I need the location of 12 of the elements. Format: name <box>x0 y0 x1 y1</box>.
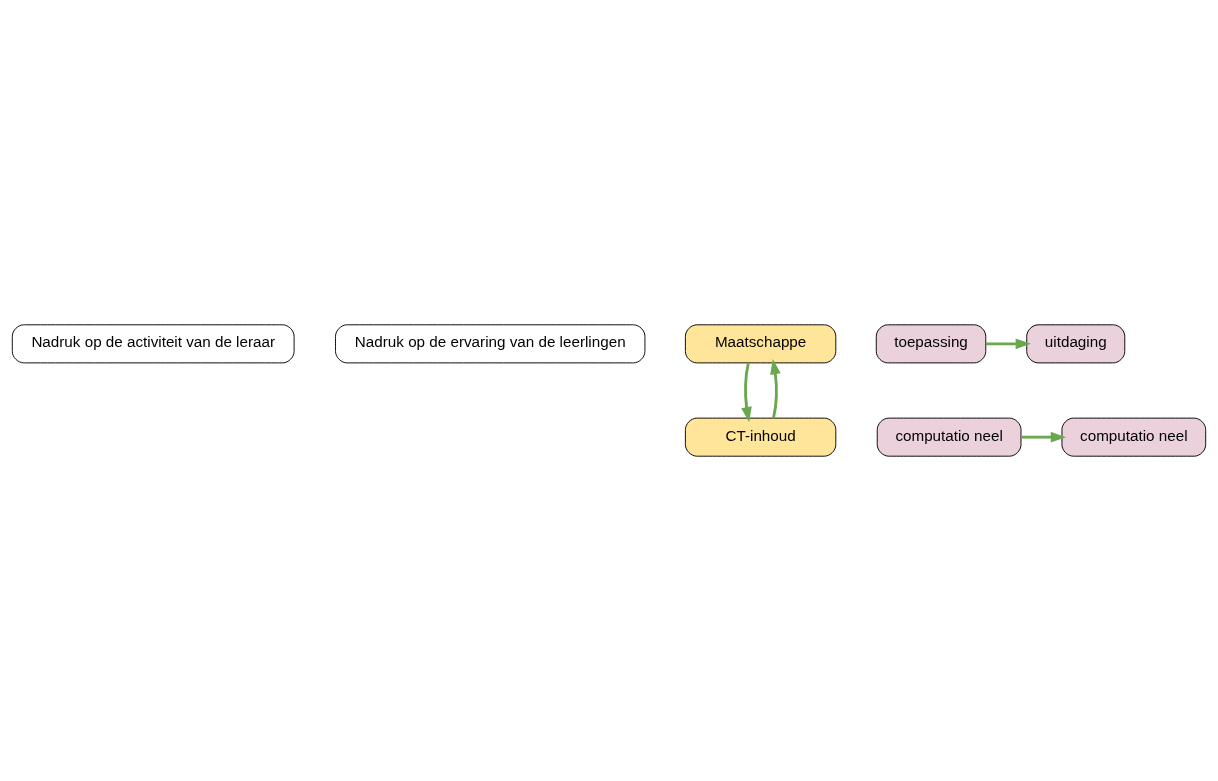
node-box: uitdaging <box>1026 324 1126 364</box>
arrow <box>1021 431 1067 443</box>
node-box: CT-inhoud <box>684 417 837 457</box>
arrow <box>741 363 752 423</box>
node-box: Nadruk op de ervaring van de leerlingen <box>335 324 646 364</box>
node-box: computatio neel <box>1061 417 1207 457</box>
node-box: computatio neel <box>876 417 1022 457</box>
node-box: Nadruk op de activiteit van de leraar <box>11 324 295 364</box>
node-box: Maatschappe <box>684 324 837 364</box>
arrow <box>770 359 781 419</box>
arrow <box>985 338 1031 350</box>
node-box: toepassing <box>875 324 987 364</box>
